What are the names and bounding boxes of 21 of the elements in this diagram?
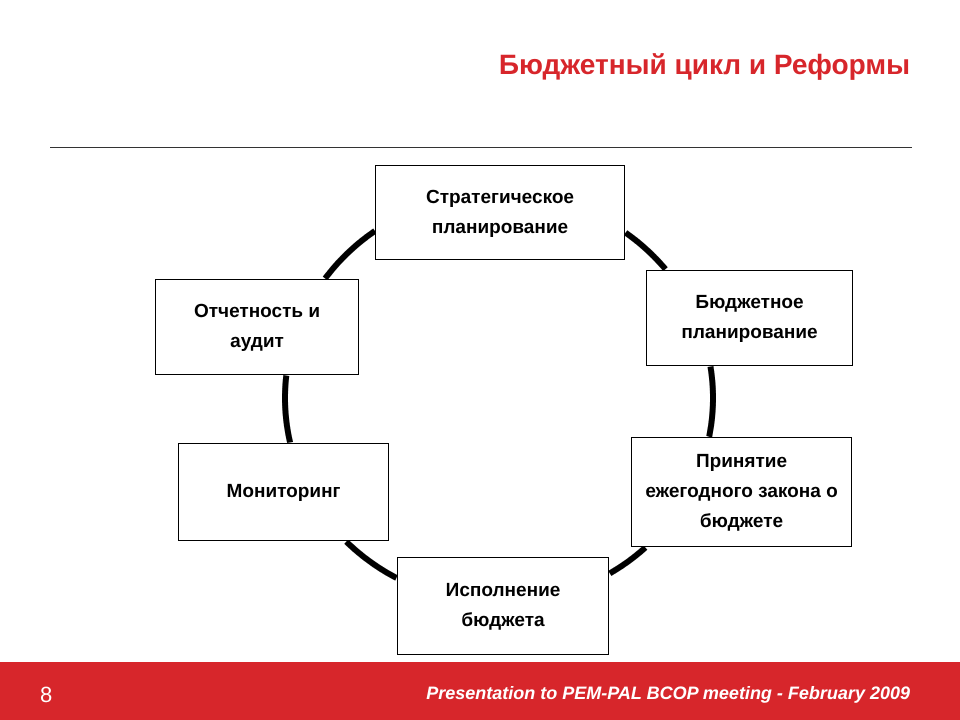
box-text: Отчетность и аудит <box>192 300 322 354</box>
cycle-arc <box>623 230 668 272</box>
footer-text: Presentation to PEM-PAL BCOP meeting - February 2009 <box>426 682 910 705</box>
process-box <box>646 270 853 366</box>
process-box <box>631 437 852 547</box>
cycle-arc <box>282 373 294 445</box>
cycle-arc <box>608 545 648 576</box>
box-text: Исполнение бюджета <box>444 579 562 633</box>
box-text: Мониторинг <box>226 480 340 504</box>
process-box <box>397 557 609 655</box>
box-text: Принятие ежегодного закона о бюджете <box>644 450 839 534</box>
cycle-arc <box>344 539 399 581</box>
box-text: Бюджетное планирование <box>680 291 819 345</box>
page-number: 8 <box>40 681 52 709</box>
cycle-arc <box>322 228 377 281</box>
box-text: Стратегическое планирование <box>424 186 575 240</box>
process-box <box>375 165 625 260</box>
slide-title: Бюджетный цикл и Реформы <box>498 48 910 82</box>
process-box <box>155 279 359 375</box>
process-box <box>178 443 389 541</box>
cycle-arc <box>706 364 716 440</box>
